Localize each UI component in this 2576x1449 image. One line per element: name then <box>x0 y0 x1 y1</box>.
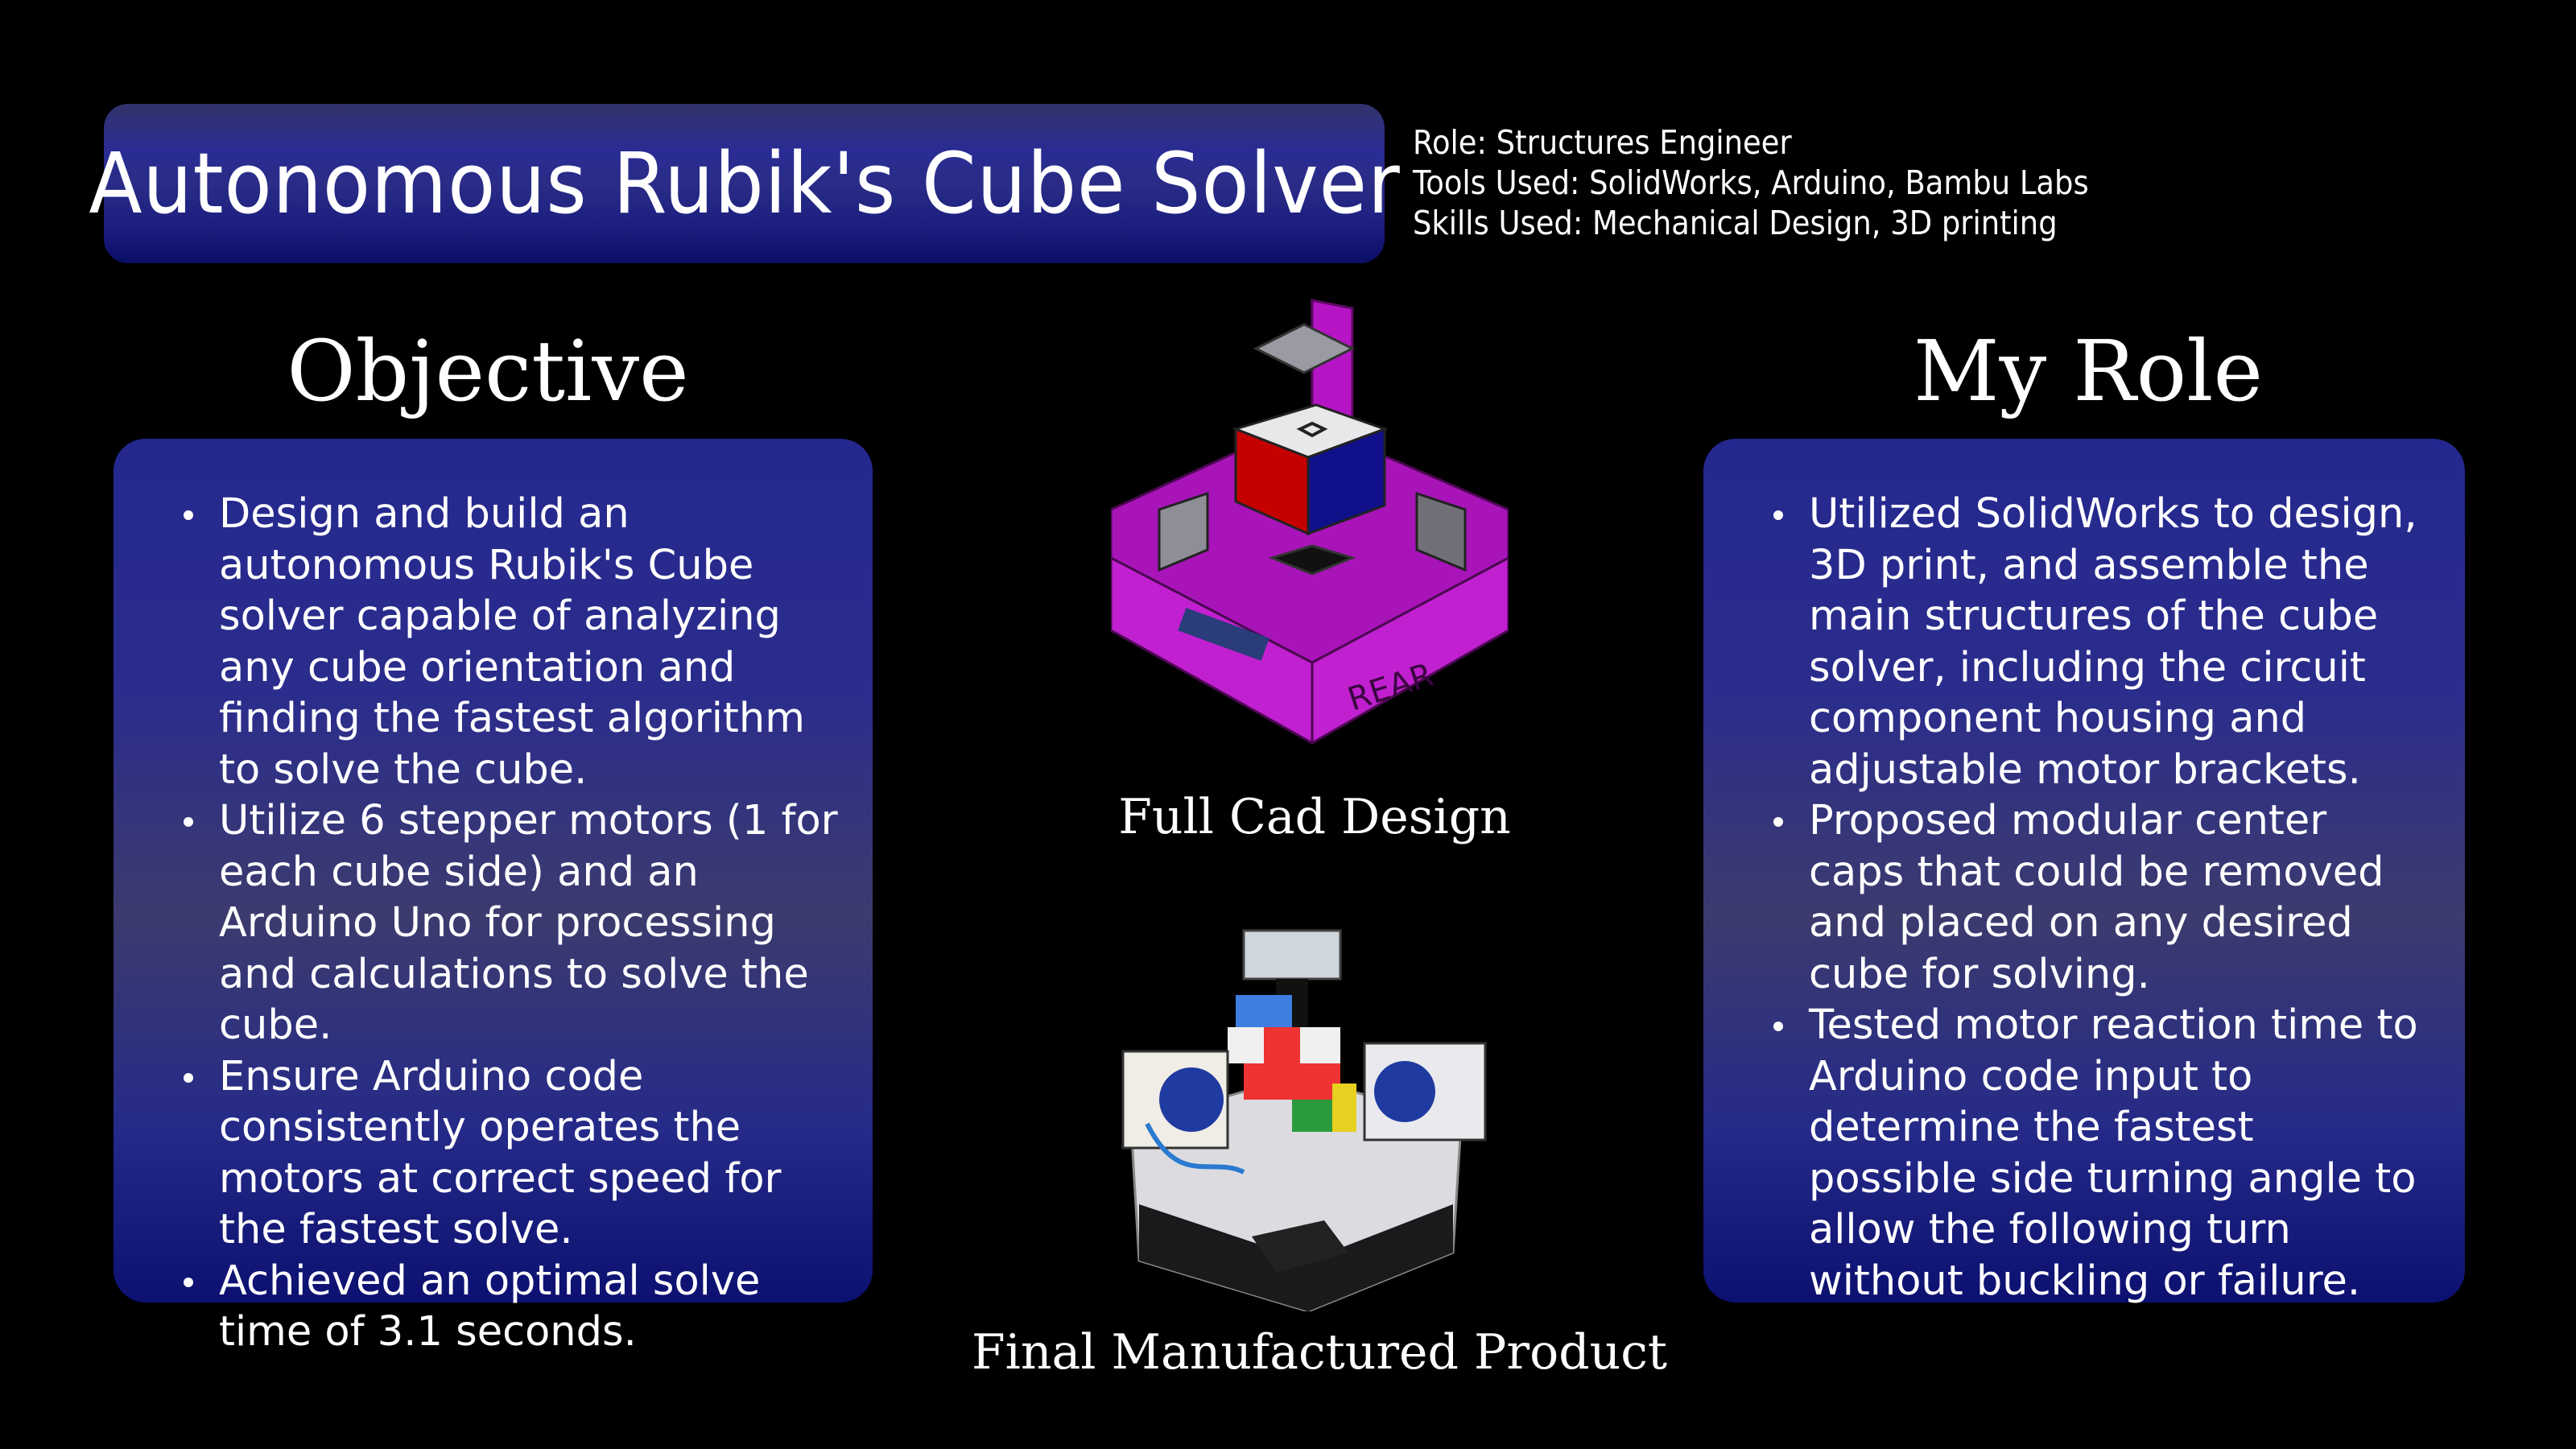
list-item: Design and build an autonomous Rubik's C… <box>184 489 840 795</box>
objective-panel: Design and build an autonomous Rubik's C… <box>114 439 873 1356</box>
objective-list: Design and build an autonomous Rubik's C… <box>184 489 840 1358</box>
list-item: Utilize 6 stepper motors (1 for each cub… <box>184 795 840 1051</box>
list-item: Tested motor reaction time to Arduino co… <box>1773 1000 2433 1307</box>
product-photo <box>1121 929 1487 1311</box>
project-meta: Role: Structures Engineer Tools Used: So… <box>1413 122 2164 243</box>
role-text: Role: Structures Engineer <box>1413 123 1792 162</box>
title-banner: Autonomous Rubik's Cube Solver <box>89 104 1399 263</box>
objective-heading: Objective <box>287 322 689 420</box>
my-role-panel: Utilized SolidWorks to design, 3D print,… <box>1703 439 2465 1305</box>
list-item: Utilized SolidWorks to design, 3D print,… <box>1773 489 2433 795</box>
product-caption: Final Manufactured Product <box>972 1324 1667 1381</box>
cad-caption: Full Cad Design <box>1118 789 1511 845</box>
list-item: Achieved an optimal solve time of 3.1 se… <box>184 1256 840 1358</box>
tools-text: Tools Used: SolidWorks, Arduino, Bambu L… <box>1413 163 2089 202</box>
cad-design-image: REAR <box>1111 299 1509 745</box>
skills-text: Skills Used: Mechanical Design, 3D print… <box>1413 204 2058 242</box>
list-item: Ensure Arduino code consistently operate… <box>184 1051 840 1256</box>
list-item: Proposed modular center caps that could … <box>1773 795 2433 1000</box>
my-role-heading: My Role <box>1913 322 2264 420</box>
my-role-list: Utilized SolidWorks to design, 3D print,… <box>1773 489 2433 1307</box>
page-title: Autonomous Rubik's Cube Solver <box>88 134 1401 233</box>
